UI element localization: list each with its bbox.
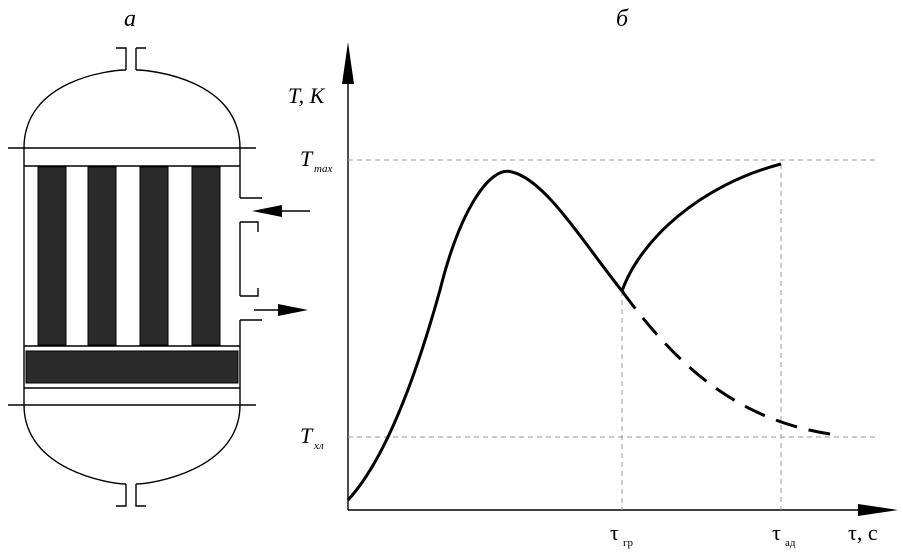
y-tick-t-cool: T хл bbox=[300, 423, 324, 452]
catalyst-bed bbox=[25, 350, 239, 384]
coolant-outlet-port bbox=[240, 288, 262, 321]
tick-main: T bbox=[300, 423, 314, 448]
y-axis-arrow-icon bbox=[342, 42, 354, 84]
curve-startup bbox=[346, 169, 624, 502]
panel-label-b: б bbox=[616, 6, 629, 32]
top-dome bbox=[23, 69, 241, 149]
plot-axes bbox=[342, 42, 898, 516]
coolant-inlet-port bbox=[240, 197, 262, 232]
catalyst-tube bbox=[139, 166, 169, 346]
tick-main: τ bbox=[772, 520, 781, 545]
reactor-diagram bbox=[8, 47, 262, 507]
outlet-arrow-icon bbox=[278, 304, 308, 316]
y-tick-t-max: T max bbox=[300, 146, 332, 175]
curve-cooled-decay bbox=[620, 290, 831, 436]
reference-lines bbox=[348, 159, 876, 510]
catalyst-tube bbox=[87, 166, 117, 346]
curve-adiabatic-rise bbox=[620, 162, 782, 292]
inlet-arrow-icon bbox=[252, 205, 282, 217]
catalyst-tube bbox=[37, 166, 67, 346]
flow-arrows bbox=[252, 205, 310, 316]
catalyst-tube bbox=[191, 166, 221, 346]
tick-main: T bbox=[300, 146, 314, 171]
bottom-nozzle bbox=[116, 484, 146, 507]
x-axis-arrow-icon bbox=[858, 504, 898, 516]
x-tick-tau-gr: τ гр bbox=[610, 520, 634, 549]
bottom-dome bbox=[23, 404, 241, 485]
tick-subscript: ад bbox=[785, 537, 796, 549]
tick-subscript: max bbox=[314, 163, 332, 175]
x-tick-tau-ad: τ ад bbox=[772, 520, 796, 549]
top-nozzle bbox=[116, 47, 146, 70]
y-axis-label: T, К bbox=[288, 83, 326, 108]
x-axis-label: τ, с bbox=[848, 520, 878, 545]
tick-subscript: гр bbox=[623, 537, 634, 549]
tick-subscript: хл bbox=[313, 440, 324, 452]
catalyst-tubes bbox=[37, 166, 221, 346]
tick-main: τ bbox=[610, 520, 619, 545]
panel-label-a: а bbox=[124, 6, 136, 32]
temperature-curves bbox=[346, 162, 831, 502]
